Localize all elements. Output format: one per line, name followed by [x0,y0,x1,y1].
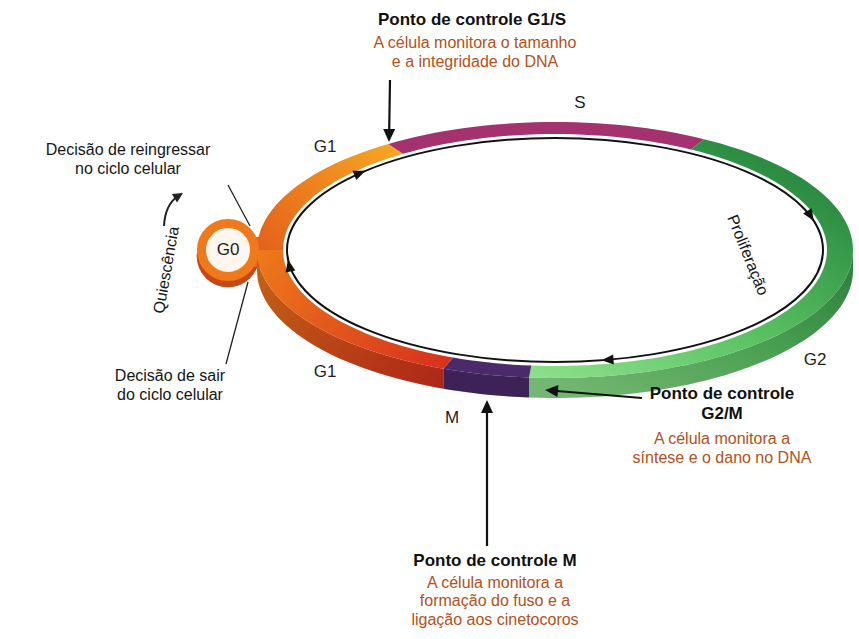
checkpoint-title: Ponto de controle G2/M [640,384,805,425]
decision-note: Decisão de reingressar no ciclo celular [36,140,221,178]
checkpoint-arrow [554,391,642,398]
checkpoint-arrow [486,409,488,546]
leader-line [226,282,248,364]
phase-name: G0 [217,241,240,260]
quiescence-label: Quiescência [149,225,183,315]
phase-label: S [565,93,595,113]
phase-label: M [437,408,467,428]
checkpoint-note: A célula monitora o tamanho e a integrid… [369,33,581,71]
checkpoint-arrowhead [383,129,395,142]
checkpoint-arrow [388,80,391,133]
checkpoint-title: Ponto de controle G1/S [352,10,592,30]
cycle-arrowhead [286,260,296,273]
quiescence-arrowhead [172,193,183,202]
checkpoint-title: Ponto de controle M [395,551,595,571]
cycle-arrowhead [352,171,365,180]
ring-phase-segment [257,250,453,369]
ring-phase-segment [257,144,403,250]
checkpoint-arrowhead [545,385,558,397]
proliferation-label: Proliferação [723,212,773,298]
cycle-arrowhead [803,208,814,221]
cycle-line [287,138,823,362]
cycle-arrowhead [602,354,614,364]
checkpoint-note: A célula monitora a síntese e o dano no … [630,429,815,467]
checkpoint-arrowhead [481,400,493,413]
ring-lines [164,80,823,546]
checkpoint-note: A célula monitora a formação do fuso e a… [408,574,583,629]
phase-label: G2 [795,350,835,370]
phase-label: G1 [305,137,345,157]
decision-note: Decisão de sair do ciclo celular [106,366,234,404]
phase-label: G1 [305,362,345,382]
ring-phase-segment [529,139,853,378]
ring-top [257,122,853,378]
